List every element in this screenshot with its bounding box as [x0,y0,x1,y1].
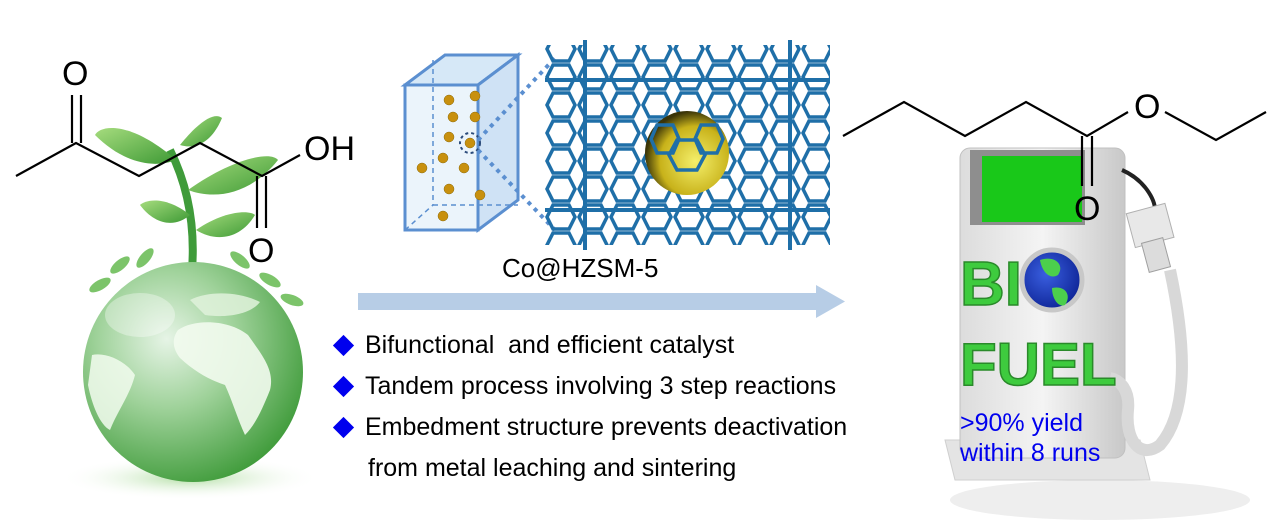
acid-oxygen-label: O [248,232,274,270]
feature-text: Embedment structure prevents deactivatio… [365,413,848,441]
yield-annotation: >90% yield within 8 runs [960,408,1100,468]
rim-leaves [89,248,304,307]
earth-icon [1019,247,1085,313]
carbonyl-oxygen-label: O [1074,190,1100,228]
zoom-indicator-lines [476,56,557,232]
cobalt-particles [416,90,486,222]
sprout-leaf [140,200,190,223]
runs-line: within 8 runs [960,439,1101,467]
feature-text: Bifunctional and efficient catalyst [365,331,735,359]
continent-europe [190,293,260,317]
sprout-leaf [180,116,222,147]
zeolite-framework [545,40,830,250]
feature-item: Bifunctional and efficient catalyst [330,325,950,366]
sprout-leaf [188,156,278,195]
ester-oxygen-label: O [1134,88,1160,126]
ketone-oxygen-label: O [62,55,88,93]
diamond-bullet-icon [332,334,355,357]
pump-nozzle-tip [1140,237,1172,273]
sprout-leaf [95,127,176,164]
yield-line: >90% yield [960,409,1083,437]
globe-highlight [105,293,175,337]
green-globe-illustration [60,116,320,500]
feature-item: Tandem process involving 3 step reaction… [330,366,950,407]
continent-africa [173,322,272,435]
reactant-structure: O OH O [15,55,355,270]
sprout-leaf [196,212,255,238]
feature-item: Embedment structure prevents deactivatio… [330,407,950,448]
sprout-stem [166,148,197,271]
cobalt-nanoparticle [645,111,729,195]
pump-screen [982,156,1082,222]
zeolite-crystal-box [400,52,523,233]
feature-text-continuation: from metal leaching and sintering [368,454,737,482]
reaction-arrow [358,285,845,318]
biofuel-logo-bi: BI [960,250,1022,319]
diamond-bullet-icon [332,375,355,398]
pump-hose [1108,268,1188,457]
biofuel-logo-fuel: FUEL [960,331,1117,398]
feature-list: Bifunctional and efficient catalyst Tand… [330,325,950,489]
continent-south-america [88,354,135,430]
product-chain [842,100,1129,138]
product-structure: O O [842,88,1267,228]
feature-text: Tandem process involving 3 step reaction… [365,372,837,400]
hydroxyl-label: OH [304,130,355,168]
catalyst-label: Co@HZSM-5 [502,253,659,283]
biofuel-pump-illustration: BI FUEL [944,147,1250,520]
ethyl-chain [1164,111,1267,142]
diamond-bullet-icon [332,416,355,439]
reactant-chain [15,141,301,178]
